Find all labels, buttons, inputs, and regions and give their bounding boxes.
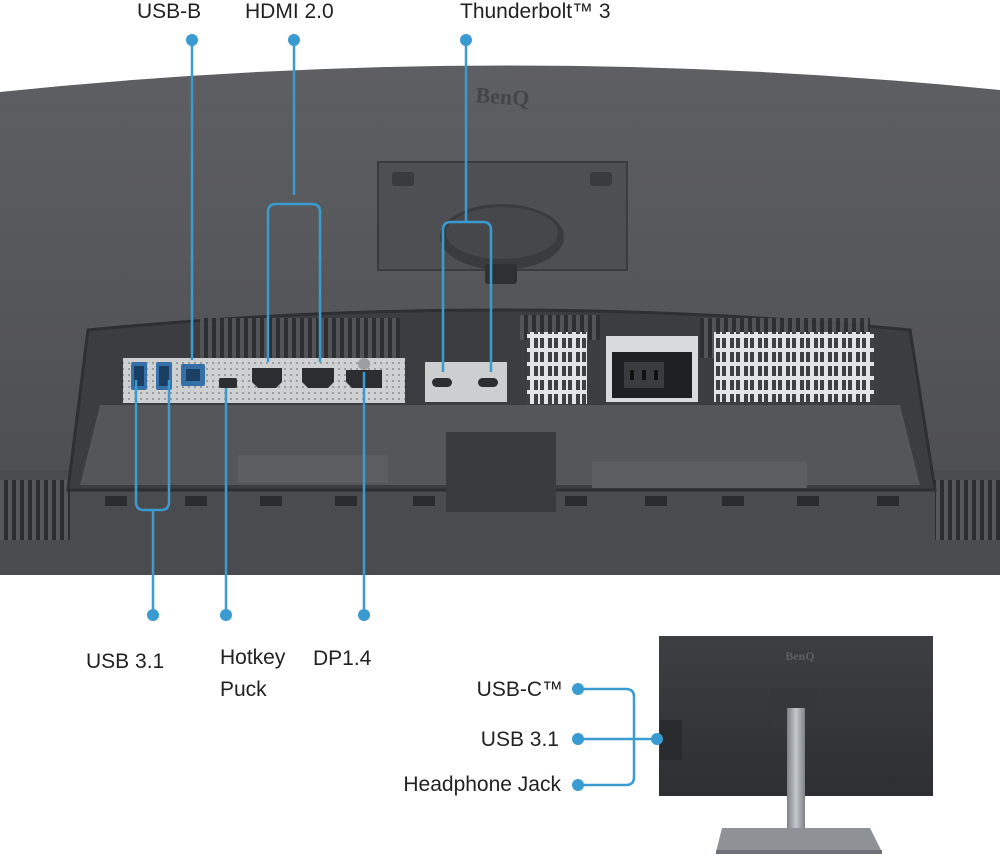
label-thunderbolt: Thunderbolt™ 3 bbox=[460, 0, 611, 23]
label-headphone: Headphone Jack bbox=[403, 773, 561, 796]
label-usb-b: USB-B bbox=[137, 0, 202, 23]
thumbnail-brand-logo: BenQ bbox=[785, 649, 814, 663]
label-hotkey-line1: Hotkey bbox=[220, 646, 286, 669]
label-usb-c: USB-C™ bbox=[476, 678, 563, 701]
callout-dot-thunderbolt bbox=[460, 34, 472, 46]
label-usb31-left: USB 3.1 bbox=[86, 650, 165, 673]
brand-logo: BenQ bbox=[475, 82, 530, 111]
callout-dot-hotkey bbox=[220, 609, 232, 621]
power-socket-icon bbox=[612, 352, 692, 398]
callout-dot-hdmi bbox=[288, 34, 300, 46]
callout-dot-side-port bbox=[651, 733, 663, 745]
callout-lines bbox=[134, 40, 655, 787]
callout-dot-usb-b bbox=[186, 34, 198, 46]
label-hotkey-line2: Puck bbox=[220, 678, 267, 701]
callout-dot-usb31 bbox=[147, 609, 159, 621]
usb-b-port-icon bbox=[181, 364, 205, 386]
hdmi-port-icon bbox=[252, 368, 334, 388]
callout-dots bbox=[147, 34, 663, 791]
monitor-thumbnail: BenQ bbox=[659, 636, 933, 854]
callout-dot-usb31-side bbox=[572, 733, 584, 745]
label-dp: DP1.4 bbox=[313, 647, 372, 670]
usb-c-port-icon bbox=[432, 378, 498, 387]
mini-usb-port-icon bbox=[219, 378, 237, 388]
callout-dot-headphone bbox=[572, 779, 584, 791]
callout-dot-dp bbox=[358, 609, 370, 621]
label-usb31-side: USB 3.1 bbox=[480, 728, 559, 751]
monitor-back-main: BenQ bbox=[0, 65, 1000, 575]
callout-dot-usb-c bbox=[572, 683, 584, 695]
label-hdmi: HDMI 2.0 bbox=[245, 0, 334, 23]
